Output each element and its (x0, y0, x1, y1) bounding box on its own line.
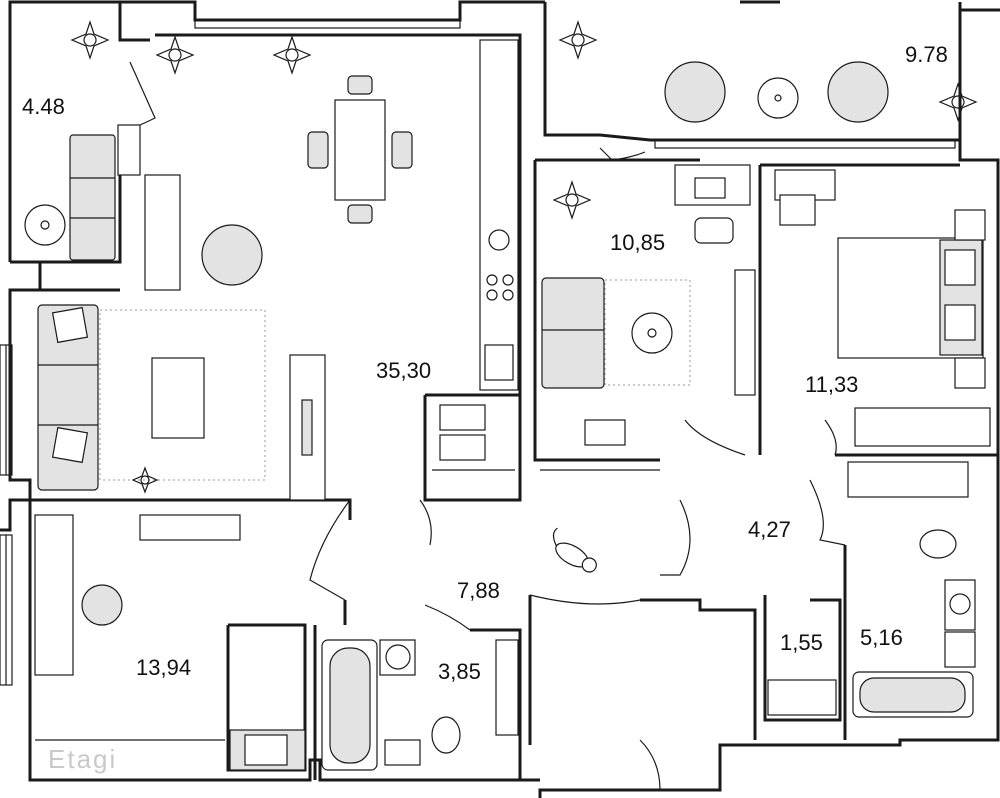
living-furniture (37, 39, 519, 501)
plant-icon (131, 466, 159, 494)
area-wc: 1,55 (780, 630, 823, 655)
windows (0, 19, 956, 686)
area-living-kitchen: 35,30 (376, 358, 431, 383)
balcony-left-furniture (24, 124, 141, 261)
bathroom2-fixtures (847, 461, 976, 718)
bedroom-furniture (774, 169, 991, 447)
area-corridor: 4,27 (748, 517, 791, 542)
plant-icon (155, 35, 195, 75)
cat-icon (552, 527, 597, 573)
plant-icon (552, 180, 592, 220)
plant-icons (70, 20, 978, 494)
watermark: Etagi (48, 744, 117, 774)
balcony-right-furniture (664, 61, 889, 123)
plant-icon (938, 82, 978, 122)
plant-icon (558, 20, 598, 60)
area-hall: 7,88 (457, 578, 500, 603)
area-bedroom: 11,33 (805, 372, 858, 397)
area-bathroom-1: 3,85 (438, 659, 481, 684)
wc-fixtures (767, 679, 837, 716)
bedroom2-furniture (34, 514, 306, 771)
doors (127, 61, 846, 791)
plant-icon (70, 20, 110, 60)
study-furniture (540, 164, 756, 471)
room-area-labels: 4.48 9.78 35,30 10,85 11,33 7,88 4,27 13… (22, 42, 948, 684)
area-bathroom-2: 5,16 (860, 625, 903, 650)
laptop-icon (694, 177, 726, 199)
area-balcony-left: 4.48 (22, 94, 65, 119)
plant-icon (272, 35, 312, 75)
area-balcony-right: 9.78 (905, 42, 948, 67)
bathroom1-fixtures (321, 639, 519, 771)
area-study: 10,85 (610, 230, 665, 255)
area-bedroom-2: 13,94 (136, 655, 191, 680)
